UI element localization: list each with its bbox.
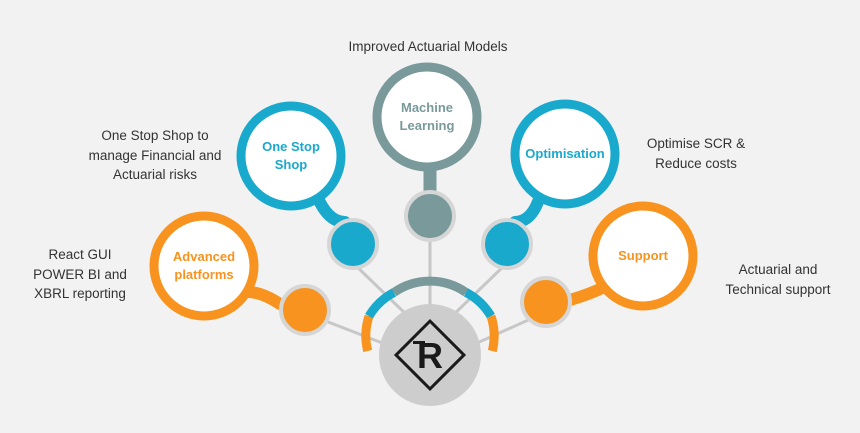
connector-optimisation [446,260,510,322]
one-stop-shop-description: One Stop Shop to manage Financial and Ac… [88,128,222,183]
node-support [520,201,698,328]
node-optimisation [481,99,620,270]
hub-arc-teal-top [391,276,469,297]
hub-circle [379,304,481,406]
hub-arc-blue-right [463,288,495,319]
node-advanced-platforms [149,211,331,336]
hub-arc-orange-left [361,314,374,353]
optimisation-description: Optimise SCR & Reduce costs [646,136,746,171]
hub-arc-blue-left [365,288,397,319]
support-label: Support [618,248,668,264]
rr-diamond-logo-icon: R [393,318,467,392]
support-description: Actuarial and Technical support [725,262,831,297]
machine-learning-label: Machine Learning [399,100,455,133]
optimisation-label: Optimisation [525,146,605,162]
hub-arc-orange-right [486,314,499,353]
one-stop-shop-label: One Stop Shop [262,139,320,172]
node-machine-learning [372,62,482,242]
connector-one-stop-shop [350,260,414,322]
node-one-stop-shop [236,101,379,270]
machine-learning-description: Improved Actuarial Models [348,39,508,54]
advanced-platforms-description: React GUI POWER BI and XBRL reporting [33,247,127,302]
advanced-platforms-label: Advanced platforms [172,249,236,282]
